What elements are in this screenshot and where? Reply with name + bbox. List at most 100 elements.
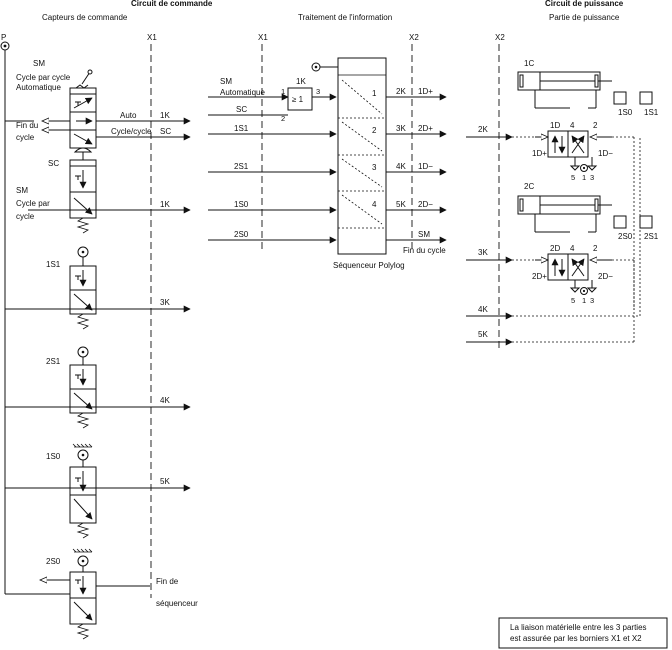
s1s0-5k-label: 5K <box>160 477 170 486</box>
sequencer-title: Séquenceur Polylog <box>333 261 405 270</box>
sm-mode-auto: Automatique <box>16 83 61 92</box>
or-gate-port3: 3 <box>316 87 320 96</box>
seq-diag-1 <box>341 79 383 115</box>
fin-du-label: Fin du <box>16 121 38 130</box>
terminal-x1-mid: X1 <box>258 33 268 42</box>
seq-diag-3 <box>341 158 383 188</box>
sc-pushbutton-icon <box>69 147 97 167</box>
s2s1-valve <box>69 364 97 429</box>
terminal-x1-left: X1 <box>147 33 157 42</box>
cycle-label: cycle <box>16 133 35 142</box>
sm-valve <box>69 93 97 149</box>
supply-label: P <box>1 33 6 42</box>
proc-in-2s0-label: 2S0 <box>234 230 249 239</box>
sm-name: SM <box>33 59 45 68</box>
sc-cycle-par-label: Cycle par <box>16 199 50 208</box>
cyl2-s0-label: 2S0 <box>618 232 633 241</box>
supply-source-icon <box>0 41 10 51</box>
proc-in-2s1-label: 2S1 <box>234 162 249 171</box>
or-gate <box>287 87 313 111</box>
or-gate-port1: 1 <box>281 87 285 96</box>
dist1-port3: 3 <box>590 173 594 182</box>
terminal-x2-mid: X2 <box>409 33 419 42</box>
s1s1-3k-label: 3K <box>160 298 170 307</box>
seq-out-2dminus: 2D− <box>418 200 433 209</box>
s1s0-roller-icon <box>72 443 93 467</box>
cyl1-s1-label: 1S1 <box>644 108 659 117</box>
seq-diag-4 <box>341 194 383 225</box>
s1s0-valve <box>69 466 97 539</box>
note-line1: La liaison matérielle entre les 3 partie… <box>510 623 647 632</box>
sc-cycle-label: cycle <box>16 212 35 221</box>
seq-out-2k: 2K <box>396 87 406 96</box>
pwr-2k-label: 2K <box>478 125 488 134</box>
s2s0-roller-icon <box>72 548 93 572</box>
proc-sm-label: SM <box>220 77 232 86</box>
header-power-circuit: Circuit de puissance <box>545 0 624 8</box>
note-line2: est assurée par les borniers X1 et X2 <box>510 634 642 643</box>
dist2-name: 2D <box>550 244 560 253</box>
s1s1-roller-icon <box>77 246 89 266</box>
sm-mode-cycle: Cycle par cycle <box>16 73 71 82</box>
dist1-exhaust-ports <box>569 157 598 172</box>
dist1-name: 1D <box>550 121 560 130</box>
dist2-plus-label: 2D+ <box>532 272 547 281</box>
dist2-valve <box>547 253 589 281</box>
dist2-minus-label: 2D− <box>598 272 613 281</box>
dist1-minus-label: 1D− <box>598 149 613 158</box>
seq-step-1: 1 <box>372 89 377 98</box>
sequencer-supply-icon <box>311 62 338 72</box>
cyl2-s1-label: 2S1 <box>644 232 659 241</box>
cyl2-s0-sensor <box>613 215 627 229</box>
s1s1-valve <box>69 265 97 330</box>
dist2-port1: 1 <box>582 296 586 305</box>
dist1-port5: 5 <box>571 173 575 182</box>
sequencer-block <box>337 57 387 255</box>
seq-fin-du-cycle: Fin du cycle <box>403 246 446 255</box>
s1s1-name: 1S1 <box>46 260 61 269</box>
sc-sm-label: SM <box>16 186 28 195</box>
s2s1-name: 2S1 <box>46 357 61 366</box>
seq-out-1dplus: 1D+ <box>418 87 433 96</box>
seq-out-1dminus: 1D− <box>418 162 433 171</box>
dist1-port1: 1 <box>582 173 586 182</box>
s2s0-valve <box>69 571 97 640</box>
or-gate-out-label: 1K <box>296 77 306 86</box>
sc-valve <box>69 165 97 234</box>
seq-out-5k: 5K <box>396 200 406 209</box>
proc-sc-label: SC <box>236 105 247 114</box>
seq-out-sm-label: SM <box>418 230 430 239</box>
dist1-port2: 2 <box>593 121 598 130</box>
sm-1k-label: 1K <box>160 111 170 120</box>
dist2-port2: 2 <box>593 244 598 253</box>
dist1-port4: 4 <box>570 121 575 130</box>
seq-out-2dplus: 2D+ <box>418 124 433 133</box>
proc-in-1s1-label: 1S1 <box>234 124 249 133</box>
seq-diag-2 <box>341 121 383 152</box>
pwr-3k-label: 3K <box>478 248 488 257</box>
seq-step-3: 3 <box>372 163 377 172</box>
dist2-port3: 3 <box>590 296 594 305</box>
note-box <box>498 617 668 649</box>
cyl1-s1-sensor <box>639 91 653 105</box>
dist2-port5: 5 <box>571 296 575 305</box>
header-sensors: Capteurs de commande <box>42 13 128 22</box>
dist2-exhaust-ports <box>569 280 598 295</box>
cyl1-cylinder <box>517 71 612 91</box>
seq-step-4: 4 <box>372 200 377 209</box>
proc-in-1s0-label: 1S0 <box>234 200 249 209</box>
header-command-circuit: Circuit de commande <box>131 0 213 8</box>
cyl1-s0-sensor <box>613 91 627 105</box>
cyl2-cylinder <box>517 195 612 215</box>
sm-auto-label: Auto <box>120 111 137 120</box>
dist1-plus-label: 1D+ <box>532 149 547 158</box>
fin-de-label: Fin de <box>156 577 179 586</box>
cyl1-name: 1C <box>524 59 534 68</box>
s1s0-name: 1S0 <box>46 452 61 461</box>
or-gate-symbol: ≥ 1 <box>292 95 304 104</box>
or-gate-port2: 2 <box>281 114 285 123</box>
sc-1k-label: 1K <box>160 200 170 209</box>
sc-name: SC <box>48 159 59 168</box>
